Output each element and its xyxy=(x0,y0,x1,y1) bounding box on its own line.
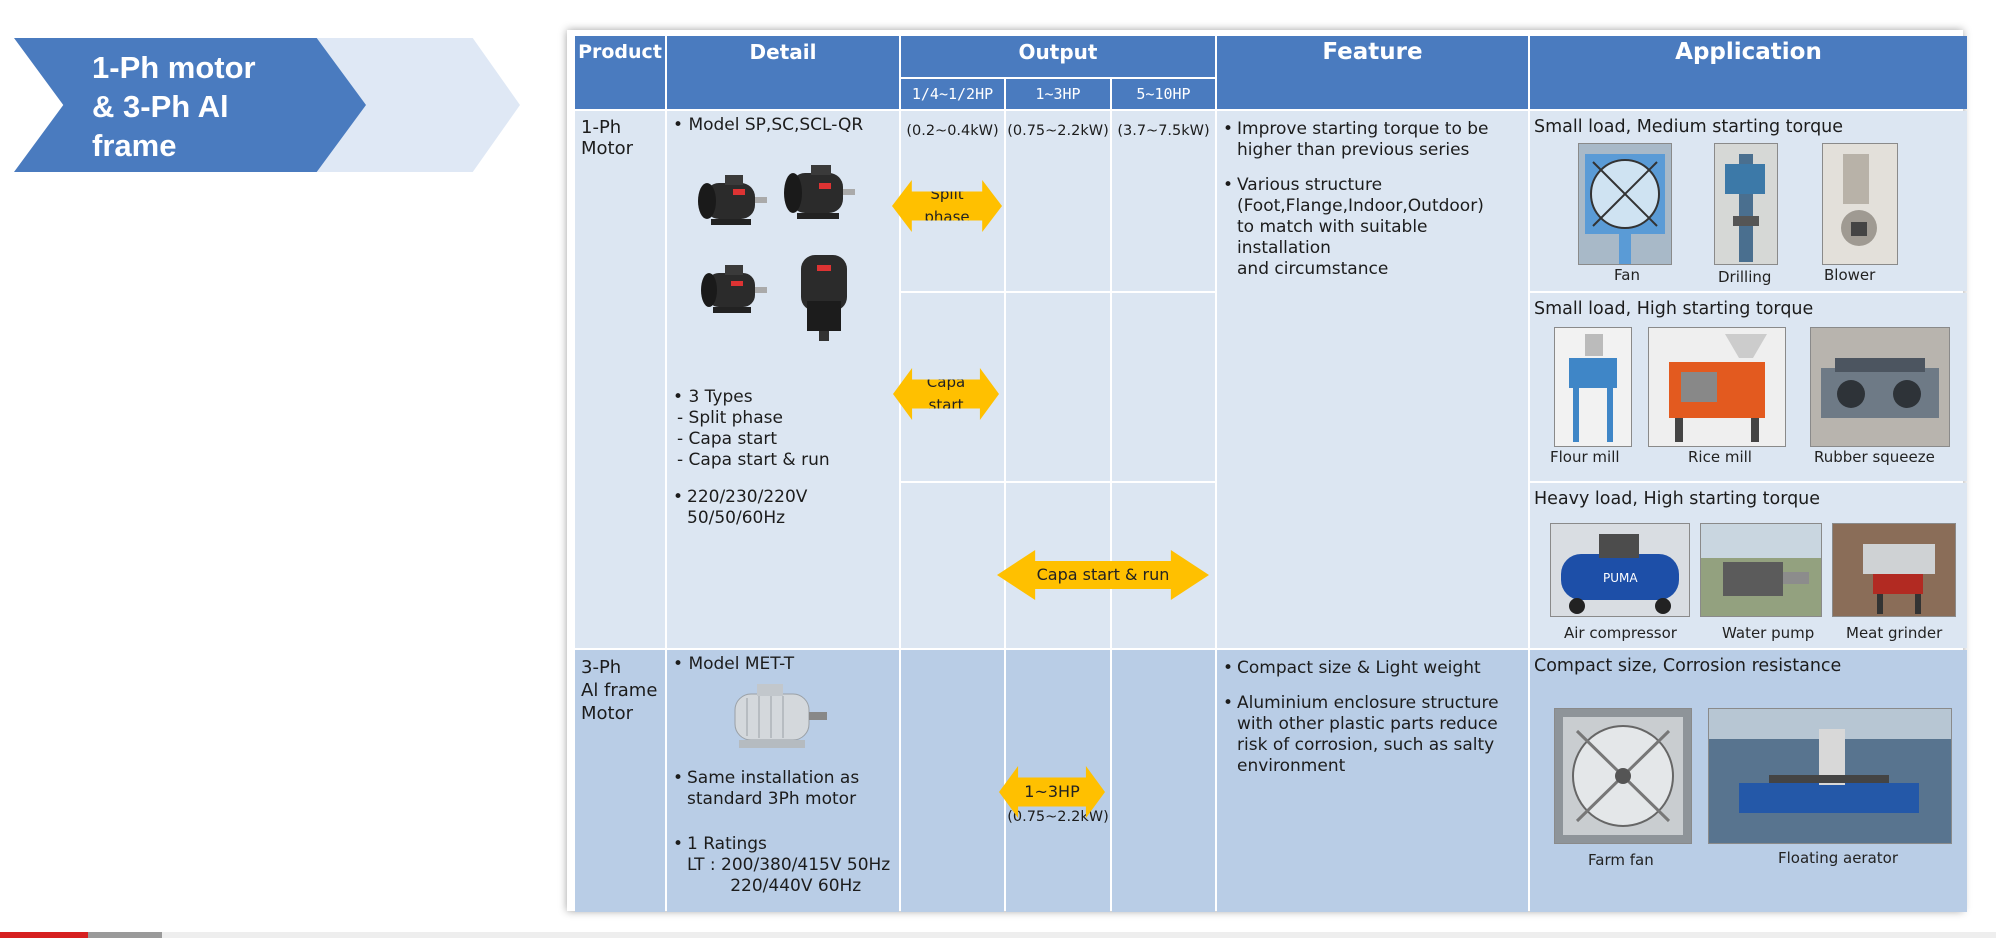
header-detail: Detail xyxy=(667,36,899,109)
al-motor-image xyxy=(734,684,827,748)
app-compact-heading: Compact size, Corrosion resistance xyxy=(1534,656,1842,676)
rubber-squeeze-image xyxy=(1810,327,1950,447)
rice-mill-image xyxy=(1648,327,1786,447)
blower-image xyxy=(1822,143,1898,265)
output-3ph-low xyxy=(901,650,1004,912)
detail-3ph-install: Same installation as standard 3Ph motor xyxy=(687,768,860,809)
detail-type-capa: - Capa start xyxy=(677,429,778,449)
flour-mill-caption: Flour mill xyxy=(1550,448,1620,466)
app-heavy-load: Heavy load, High starting torque PUMA Ai… xyxy=(1530,483,1967,648)
detail-1ph-types-item: • 3 Types xyxy=(673,387,753,407)
footer-bar xyxy=(0,932,1996,938)
detail-1ph-types-title: 3 Types xyxy=(688,387,753,407)
feature-1ph-list: Improve starting torque to be higher tha… xyxy=(1223,119,1522,280)
detail-3ph-ratings-item: • 1 Ratings LT : 200/380/415V 50Hz 220/4… xyxy=(673,834,891,896)
output-cell xyxy=(1006,293,1110,481)
detail-1ph-voltage: 220/230/220V 50/50/60Hz xyxy=(687,487,808,528)
water-pump-caption: Water pump xyxy=(1722,624,1815,642)
water-pump-image xyxy=(1700,523,1822,617)
header-output-low: 1/4~1/2HP xyxy=(901,79,1004,109)
app-compact: Compact size, Corrosion resistance Farm … xyxy=(1530,650,1967,912)
flour-mill-image xyxy=(1554,327,1632,447)
feature-3ph-item-1: Compact size & Light weight xyxy=(1223,658,1522,679)
rice-mill-caption: Rice mill xyxy=(1688,448,1752,466)
farm-fan-caption: Farm fan xyxy=(1588,851,1654,869)
range-mid: (0.75~2.2kW) xyxy=(1006,111,1110,291)
output-3ph-high xyxy=(1112,650,1215,912)
floating-aerator-image xyxy=(1708,708,1952,844)
detail-3ph-ratings: 1 Ratings LT : 200/380/415V 50Hz 220/440… xyxy=(687,834,891,896)
detail-1ph: • Model SP,SC,SCL-QR xyxy=(667,111,899,648)
floating-aerator-caption: Floating aerator xyxy=(1778,849,1899,867)
footer-accent-red xyxy=(0,932,88,938)
detail-3ph-install-item: • Same installation as standard 3Ph moto… xyxy=(673,768,860,809)
meat-grinder-caption: Meat grinder xyxy=(1846,624,1943,642)
product-table-frame: Product Detail Output Feature Applicatio… xyxy=(567,30,1967,912)
app-medium-heading: Small load, Medium starting torque xyxy=(1534,117,1844,137)
product-table: Product Detail Output Feature Applicatio… xyxy=(575,36,1967,912)
detail-3ph: • Model MET-T • Same installation as sta… xyxy=(667,650,899,912)
drilling-caption: Drilling xyxy=(1718,268,1772,286)
app-heavy-heading: Heavy load, High starting torque xyxy=(1534,489,1821,509)
detail-type-split: - Split phase xyxy=(677,408,783,428)
farm-fan-image xyxy=(1554,708,1692,844)
header-output-mid: 1~3HP xyxy=(1006,79,1110,109)
product-1ph: 1-Ph Motor xyxy=(575,111,665,648)
feature-1ph-item-1: Improve starting torque to be higher tha… xyxy=(1223,119,1522,161)
feature-3ph: Compact size & Light weight Aluminium en… xyxy=(1217,650,1528,912)
range-3ph: (0.75~2.2kW) xyxy=(1007,809,1109,825)
output-cell xyxy=(1112,293,1215,481)
drilling-image xyxy=(1714,143,1778,265)
feature-3ph-list: Compact size & Light weight Aluminium en… xyxy=(1223,658,1522,777)
slide-title: 1-Ph motor & 3-Ph Al frame xyxy=(92,50,256,163)
header-product: Product xyxy=(575,36,665,109)
detail-1ph-voltage-item: • 220/230/220V 50/50/60Hz xyxy=(673,487,808,528)
meat-grinder-image xyxy=(1832,523,1956,617)
range-high: (3.7~7.5kW) xyxy=(1112,111,1215,291)
title-chevron xyxy=(14,38,366,172)
air-compressor-image: PUMA xyxy=(1550,523,1690,617)
feature-1ph-item-2: Various structure (Foot,Flange,Indoor,Ou… xyxy=(1223,175,1522,280)
app-medium-torque: Small load, Medium starting torque Fan D… xyxy=(1530,111,1967,291)
blower-caption: Blower xyxy=(1824,266,1876,284)
detail-type-run: - Capa start & run xyxy=(677,450,830,470)
output-cell xyxy=(901,483,1004,648)
detail-3ph-model: Model MET-T xyxy=(688,654,795,674)
rubber-squeeze-caption: Rubber squeeze xyxy=(1814,448,1935,466)
arrow-capa-start-run: Capa start & run xyxy=(997,550,1209,600)
detail-1ph-model: Model SP,SC,SCL-QR xyxy=(688,115,864,135)
product-3ph: 3-Ph Al frame Motor xyxy=(575,650,665,912)
header-application: Application xyxy=(1530,36,1967,109)
app-high-heading: Small load, High starting torque xyxy=(1534,299,1814,319)
feature-1ph: Improve starting torque to be higher tha… xyxy=(1217,111,1528,648)
fan-caption: Fan xyxy=(1614,266,1640,284)
feature-3ph-item-2: Aluminium enclosure structure with other… xyxy=(1223,693,1522,777)
air-compressor-caption: Air compressor xyxy=(1564,624,1677,642)
header-output-high: 5~10HP xyxy=(1112,79,1215,109)
fan-image xyxy=(1578,143,1672,265)
footer-accent-grey xyxy=(88,932,162,938)
detail-3ph-model-item: • Model MET-T xyxy=(673,654,795,674)
puma-label: PUMA xyxy=(1603,571,1638,585)
detail-1ph-model-item: • Model SP,SC,SCL-QR xyxy=(673,115,864,135)
header-feature: Feature xyxy=(1217,36,1528,109)
detail-1ph-types: • 3 Types - Split phase - Capa start - C… xyxy=(673,387,893,471)
app-high-torque: Small load, High starting torque Flour m… xyxy=(1530,293,1967,481)
motor-image xyxy=(698,165,855,341)
header-output: Output xyxy=(901,36,1215,77)
